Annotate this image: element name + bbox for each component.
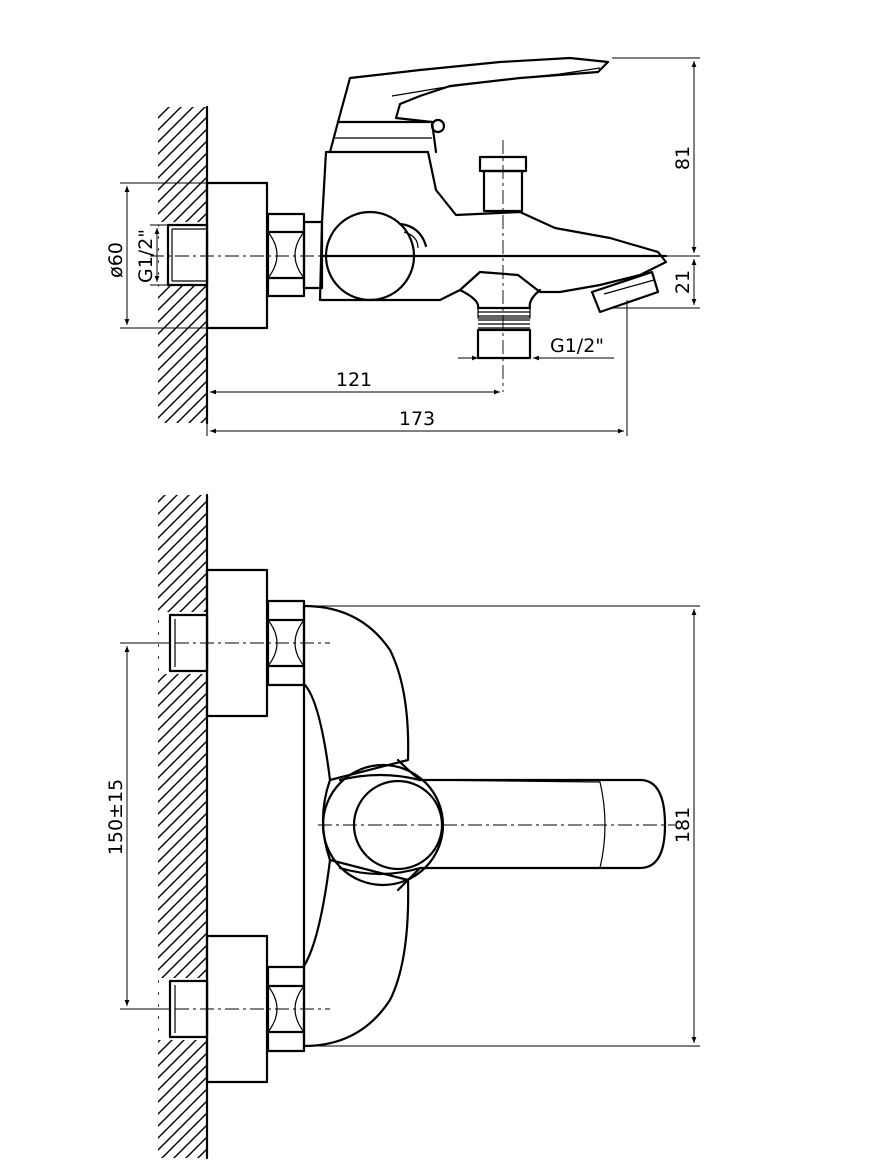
side-hex-nut xyxy=(266,212,324,298)
side-outlet-thread xyxy=(458,288,542,360)
front-view: 150±15 181 xyxy=(105,493,700,1160)
side-escutcheon xyxy=(205,181,269,330)
dim-inlet-thread: G1/2" xyxy=(135,224,168,286)
dim-length-total-label: 173 xyxy=(399,408,435,430)
dim-heights: 81 21 xyxy=(612,57,700,309)
front-wall-hatch xyxy=(158,493,209,1160)
dim-centres-label: 150±15 xyxy=(105,779,127,855)
side-body xyxy=(318,56,668,314)
dim-centres: 150±15 xyxy=(105,642,170,1010)
dim-outlet-thread: G1/2" xyxy=(458,335,614,361)
dim-inlet-thread-label: G1/2" xyxy=(135,229,157,283)
dim-front-height: 181 xyxy=(304,605,700,1047)
front-body xyxy=(302,604,667,1048)
side-inlet-pipe xyxy=(166,223,209,287)
dim-front-height-label: 181 xyxy=(672,807,694,843)
dim-height-top-label: 81 xyxy=(672,146,694,170)
dim-diameter-label: ø60 xyxy=(105,242,127,278)
dim-diameter: ø60 xyxy=(105,182,207,329)
dim-lengths: 121 173 xyxy=(206,300,628,436)
dim-outlet-thread-label: G1/2" xyxy=(550,335,604,357)
dim-length-outlet-label: 121 xyxy=(336,369,372,391)
dim-height-spout-label: 21 xyxy=(672,270,694,294)
side-view: ø60 G1/2" 81 21 G1/2" xyxy=(105,56,700,436)
